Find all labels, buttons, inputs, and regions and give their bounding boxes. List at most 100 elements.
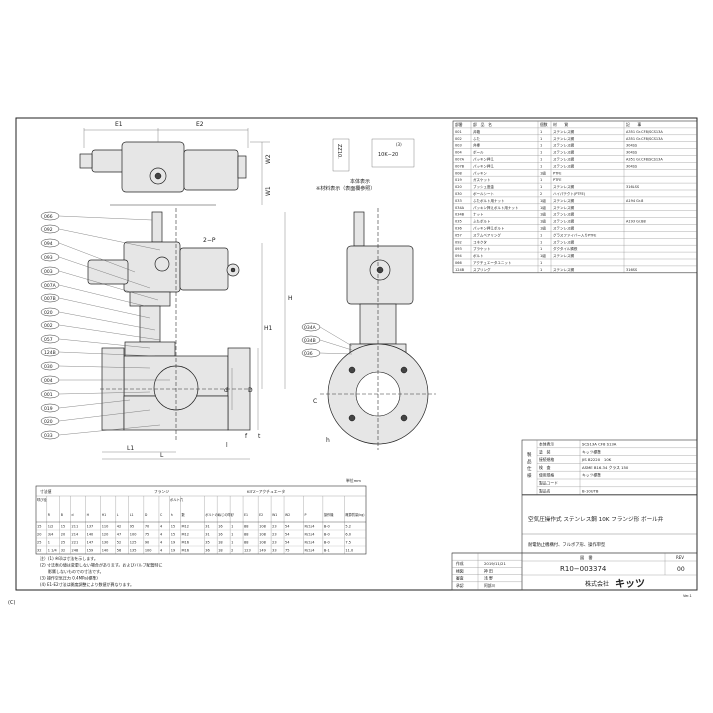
side-view-valve: C h [313,208,436,450]
dim-table-col-header: W1 [272,513,277,517]
dim-table-cell: 36 [205,549,209,553]
title: 空気圧操作式 ステンレス鋼 10K フランジ形 ボール弁 [528,515,664,523]
dim-table-cell: B-0 [324,525,330,529]
bom-cell: 1組 [540,226,546,231]
dim-table-cell: 130 [102,541,109,545]
bom-cell: 1 [540,261,542,265]
bom-cell: コネクタ [473,239,487,244]
rev-value: 00 [677,566,685,573]
approval-label: 審査 [456,576,464,581]
marking-back: 10K−20 [378,152,398,158]
dim-l: l [226,442,228,449]
bom-cell: グラスファイバー入りPTFE [553,232,596,237]
dim-table-cell: M16 [182,541,189,545]
dim-table-col-header: R [48,513,51,517]
callout-label: 030 [44,364,53,370]
sheet-border [15,117,698,591]
bom-cell: ステンレス鋼 [553,150,574,155]
dim-C: C [313,398,317,405]
dim-table-col-header: 操作機 [324,512,334,517]
approval-label: 承認 [456,583,464,588]
dim-table-cell: 88 [244,525,248,529]
dim-W2: W2 [265,154,272,164]
bom-cell: 035 [455,220,462,224]
dim-table-cell: 70 [145,525,149,529]
bom-cell: ステンレス鋼 [553,184,574,189]
dim-f: f [245,433,248,440]
dim-table-header-size-col: 呼び径 [37,497,47,502]
dim-table-col-header: L1 [130,513,134,517]
bom-cell: ステンレス鋼 [553,163,574,168]
bom-cell: 316LSS [626,185,640,189]
dim-H: H [288,295,293,302]
bom-cell: ボール [473,150,484,155]
dim-table-col-header: E1 [244,513,248,517]
dim-table-col-header: d [72,513,74,517]
callout-leader [58,351,156,357]
bom-cell: 007B [455,164,465,168]
dim-table-cell: 1 [48,541,50,545]
bom-cell: A351 Gr.CF8/SCS13A [626,158,663,162]
dim-table-cell: 42 [117,525,121,529]
bom-cell: 003 [455,144,462,148]
bom-cell: 004 [455,151,462,155]
dim-table-cell: M12 [182,525,189,529]
dim-table-cell: 16 [218,525,222,529]
dim-t: t [258,433,261,440]
dim-table-cell: 4 [160,533,163,537]
callout-label: 019 [44,406,53,412]
bom-header: 記 事 [626,122,641,127]
dim-table-cell: 110 [102,525,109,529]
callout-leader [58,297,151,319]
notes: 注）(1) ※印は寸法を示します。(2) 寸法表の値は変更しない場合があります。… [40,555,163,587]
dim-E1: E1 [115,121,123,128]
dim-table-cell: 108 [259,541,266,545]
note-line: (4) E1-E2寸法は開度調整により数値が異なります。 [40,581,134,587]
dim-table-cell: 54 [285,541,290,545]
callout-label: 003 [44,269,53,275]
approval-value: 2019/11/21 [484,561,506,566]
bom-cell: パッキン押えボルト用ナット [473,205,518,210]
callout-leader [319,352,353,355]
note-line: (3) 操作空気圧力 0.4MPa(標準) [40,575,98,581]
dim-table-cell: 4 [160,541,163,545]
callout-leader [58,338,151,349]
bom-cell: ステンレス鋼 [553,267,574,272]
port-label: 2−P [203,237,216,244]
dim-table-cell: 20 [61,533,65,537]
bom-cell: 1組 [540,170,546,175]
bom-cell: 092 [455,240,462,244]
callout-leader [58,324,161,341]
dim-table-cell: 31 [205,533,209,537]
dim-table-cell: 25 [37,541,41,545]
dim-table-cell: 140 [102,549,109,553]
bom-header: 材 質 [553,122,568,127]
bom-cell: 030 [455,192,462,196]
bom-cell: A193 Gr.B8 [626,220,646,224]
dim-table-cell: 32 [61,549,65,553]
dim-H1: H1 [264,325,273,332]
bom-cell: ステンレス鋼 [553,239,574,244]
dim-table-cell: 149 [259,549,266,553]
dim-table-col-header: f [231,513,233,517]
bom-cell: パッキン押え [473,163,494,168]
bom-cell: ステンレス鋼 [553,212,574,217]
dim-table-col-header: ボルトのねじの呼び [205,512,234,517]
dim-table-cell: 4 [160,525,163,529]
bom-cell: ふた [473,136,481,141]
spec-label: 本体表示 [539,442,554,447]
callout-leader [58,284,146,307]
callout-leader [58,256,151,289]
dim-table-cell: 35 [205,541,209,545]
bom-cell: 094 [455,254,462,258]
dim-table-cell: 23 [272,541,276,545]
bom-cell: 019 [455,178,462,182]
dim-table-cell: 214 [72,533,79,537]
bom-cell: 034A [455,206,465,210]
bom-cell: A194 Gr.8 [626,199,643,203]
bom-cell: 033 [455,199,462,203]
bom-cell: 002 [455,137,462,141]
dim-table-cell: 123 [244,549,251,553]
